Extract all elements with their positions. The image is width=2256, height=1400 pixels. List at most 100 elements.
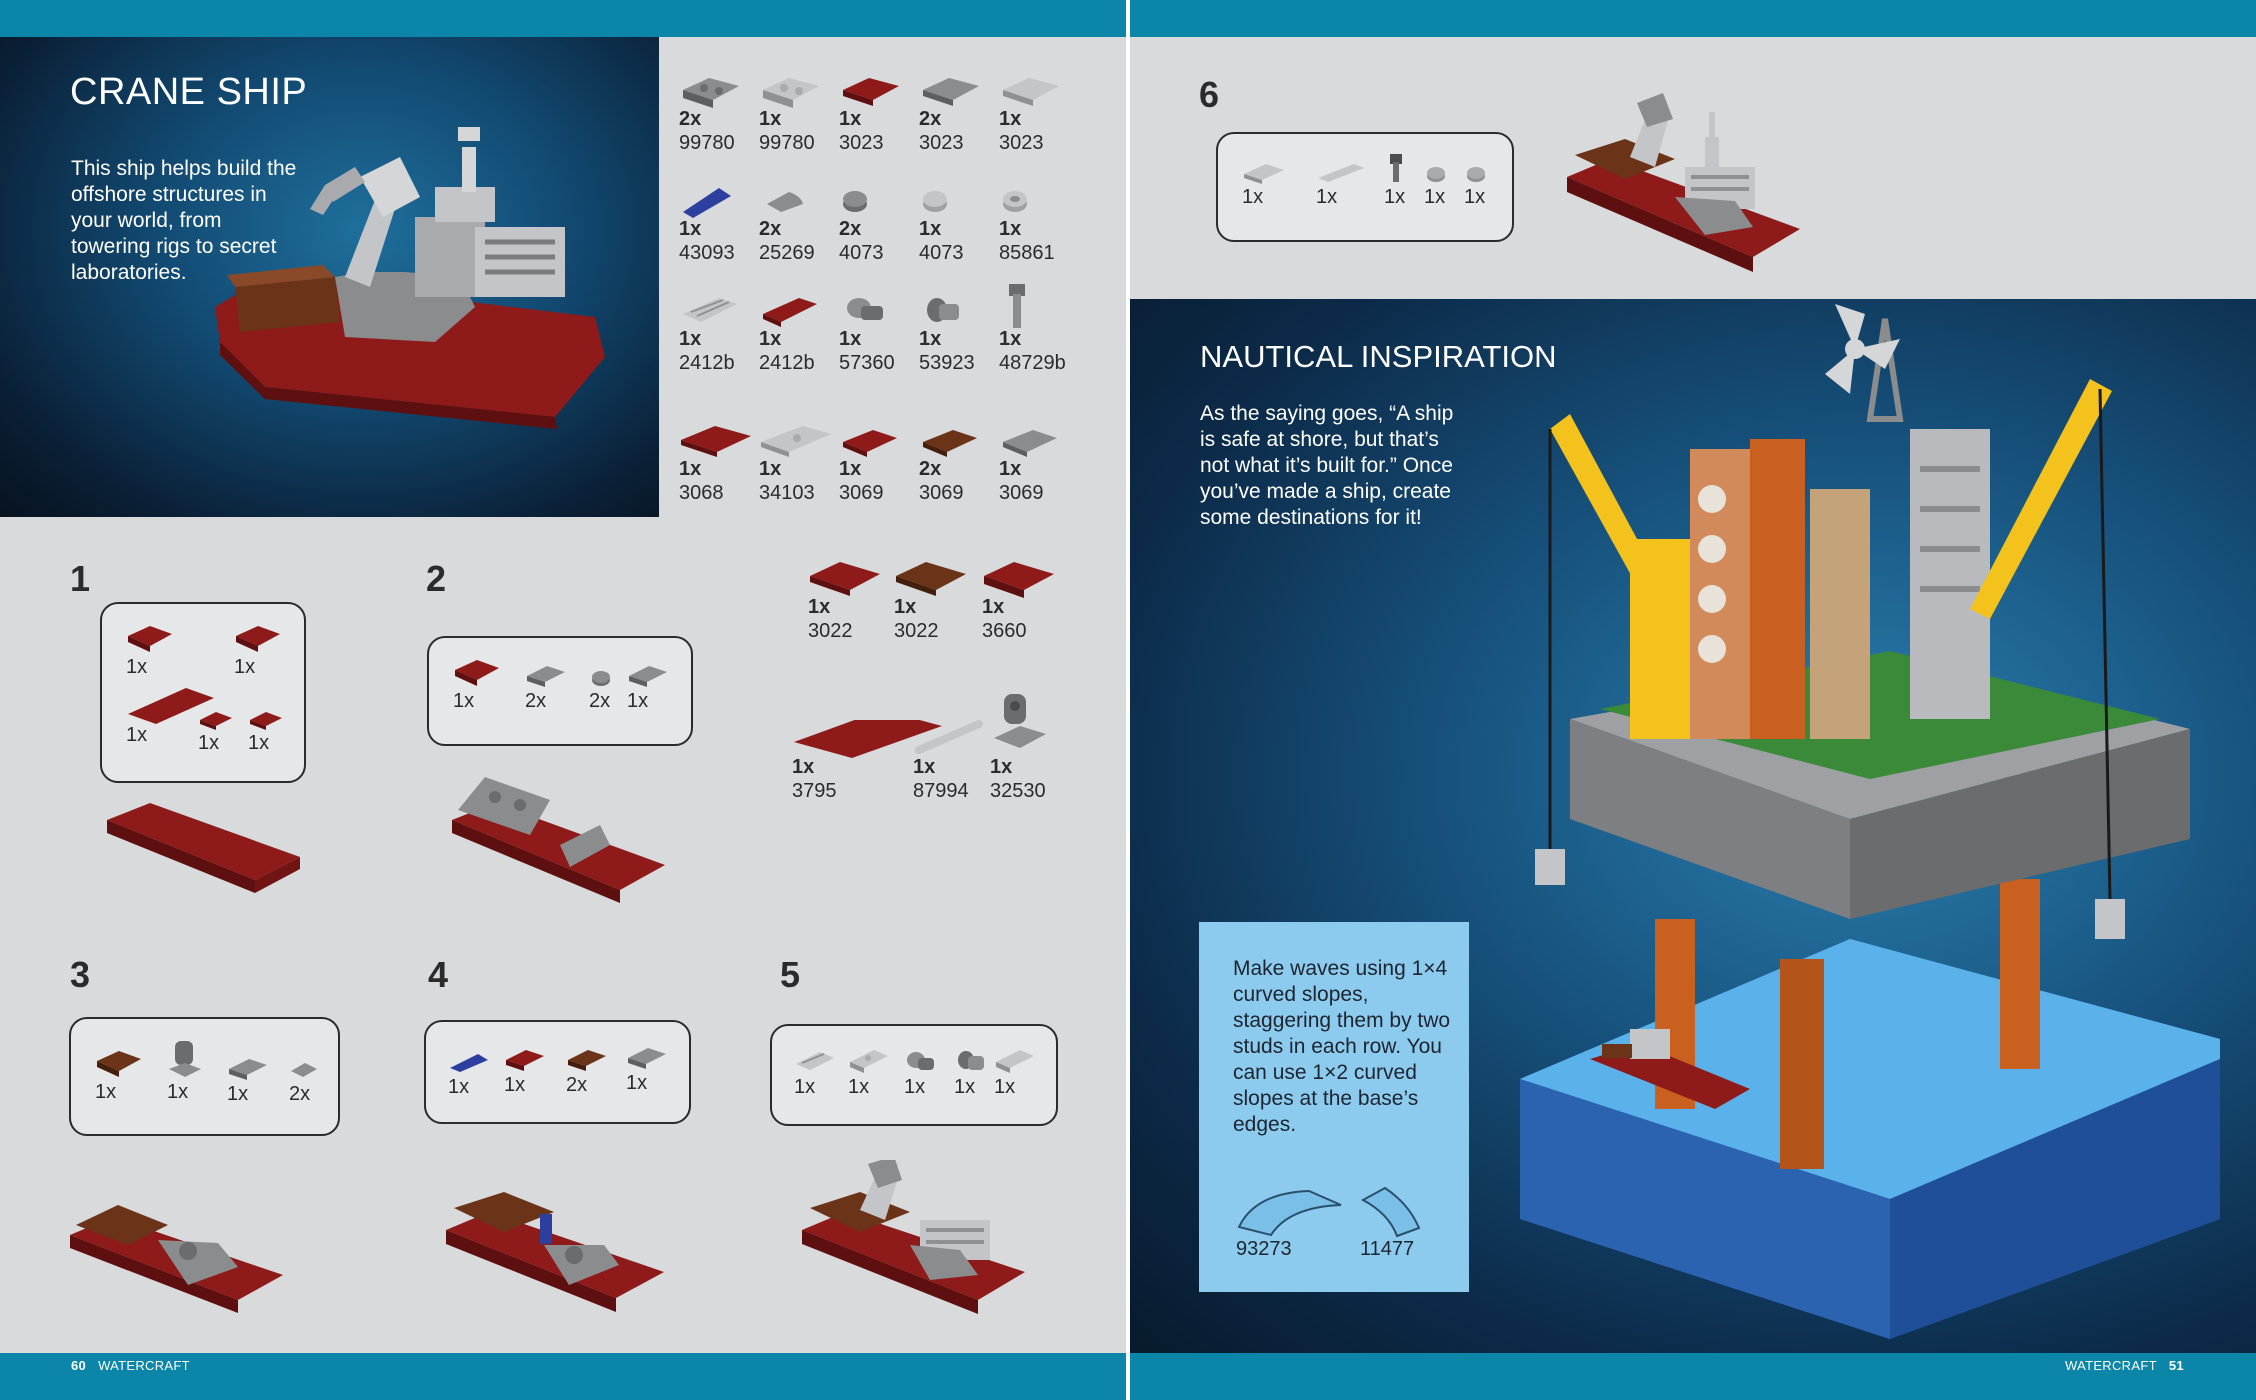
item-qty: 2x <box>525 690 547 712</box>
callout-item: 1x <box>1242 162 1286 209</box>
part-3023-light-gray: 1x 3023 <box>999 72 1079 154</box>
hero-panel: CRANE SHIP This ship helps build the off… <box>0 37 659 517</box>
item-qty: 1x <box>1384 186 1406 208</box>
tile-icon <box>923 430 977 457</box>
part-id: 3795 <box>792 780 837 802</box>
part-85861: 1x 85861 <box>999 182 1079 264</box>
callout-item: 1x <box>1316 162 1366 209</box>
part-qty: 1x <box>759 108 782 130</box>
plate-icon <box>896 562 966 596</box>
item-qty: 1x <box>1242 186 1264 208</box>
callout-item: 1x <box>248 710 284 755</box>
bottom-band <box>1130 1353 2256 1400</box>
section-name: WATERCRAFT <box>98 1358 190 1373</box>
top-band <box>0 0 1126 37</box>
part-qty: 2x <box>919 108 942 130</box>
item-qty: 2x <box>589 690 611 712</box>
part-qty: 2x <box>679 108 702 130</box>
item-qty: 1x <box>1316 186 1338 208</box>
page-number: 51 <box>2168 1358 2184 1373</box>
callout-item: 1x <box>448 1050 490 1099</box>
part-id: 2412b <box>679 352 735 374</box>
part-id: 32530 <box>990 780 1046 802</box>
part-3023-dark-gray: 2x 3023 <box>919 72 999 154</box>
callout-item: 1x <box>126 624 176 679</box>
callout-item: 1x <box>954 1048 990 1099</box>
part-qty: 1x <box>913 756 936 778</box>
step-6-section: 6 1x 1x 1x 1x 1x <box>1130 37 2256 299</box>
tile-icon <box>681 426 751 457</box>
part-3069-dark-gray: 1x 3069 <box>999 422 1079 504</box>
round-plate-icon <box>923 191 947 212</box>
callout-item: 1x <box>626 1046 668 1095</box>
part-qty: 1x <box>999 108 1022 130</box>
bracket-icon <box>994 694 1046 748</box>
top-band <box>1130 0 2256 37</box>
callout-item: 1x <box>234 624 284 679</box>
part-3660: 1x 3660 <box>982 560 1062 642</box>
item-qty: 1x <box>627 690 649 712</box>
part-qty: 1x <box>839 458 862 480</box>
part-id: 53923 <box>919 352 975 374</box>
tip-text: Make waves using 1×4 curved slopes, stag… <box>1233 957 1451 1136</box>
tile-icon <box>843 430 897 457</box>
step-3-number: 3 <box>70 954 91 995</box>
callout-item: 1x <box>453 658 503 713</box>
part-3069-brown: 2x 3069 <box>919 422 999 504</box>
callout-item: 1x <box>848 1048 890 1099</box>
callout-item: 1x <box>994 1048 1036 1099</box>
callout-item: 1x <box>904 1048 940 1099</box>
part-qty: 1x <box>990 756 1013 778</box>
bracket-icon <box>763 78 819 108</box>
step-4-number: 4 <box>428 954 449 995</box>
step-5-number: 5 <box>780 954 801 995</box>
plate-icon <box>923 78 979 106</box>
step-6-number: 6 <box>1199 74 1220 115</box>
callout-item: 1x <box>504 1048 546 1097</box>
section-body: As the saying goes, “A ship is safe at s… <box>1200 402 1454 529</box>
part-qty: 1x <box>808 596 831 618</box>
part-id: 99780 <box>759 132 815 154</box>
part-id: 2412b <box>759 352 815 374</box>
callout-item: 2x <box>566 1048 608 1097</box>
part-48729b: 1x 48729b <box>999 282 1079 374</box>
item-qty: 1x <box>126 656 148 678</box>
item-qty: 2x <box>566 1074 588 1096</box>
part-4073-dark-gray: 2x 4073 <box>839 182 919 264</box>
section-name: WATERCRAFT <box>2065 1358 2157 1373</box>
callout-item: 2x <box>525 664 567 713</box>
part-qty: 1x <box>759 328 782 350</box>
callout-item: 1x <box>227 1057 269 1106</box>
bottom-band <box>0 1353 1126 1400</box>
callout-item: 1x <box>167 1039 203 1104</box>
callout-item: 1x <box>126 684 216 747</box>
callout-item: 1x <box>95 1049 145 1104</box>
step-6-callout: 1x 1x 1x 1x 1x <box>1216 132 1514 242</box>
step-1-number: 1 <box>70 558 91 599</box>
item-qty: 1x <box>626 1072 648 1094</box>
part-qty: 2x <box>839 218 862 240</box>
tile-icon <box>763 298 817 327</box>
part-99780-light-gray: 1x 99780 <box>759 72 839 154</box>
part-3023-dark-red: 1x 3023 <box>839 72 919 154</box>
item-qty: 1x <box>848 1076 870 1098</box>
part-qty: 1x <box>919 328 942 350</box>
part-id: 4073 <box>839 242 884 264</box>
crane-ship-model <box>215 127 605 429</box>
round-plate-icon <box>843 191 867 212</box>
bracket-icon <box>683 78 739 108</box>
item-qty: 1x <box>198 732 220 754</box>
part-id: 3023 <box>919 132 964 154</box>
part-id: 3069 <box>999 482 1044 504</box>
bar-holder-icon <box>1009 284 1025 328</box>
plate-icon <box>843 78 899 106</box>
part-id: 3660 <box>982 620 1027 642</box>
left-page: CRANE SHIP This ship helps build the off… <box>0 0 1126 1400</box>
item-qty: 1x <box>95 1081 117 1103</box>
part-qty: 1x <box>792 756 815 778</box>
curved-slope-1x4-icon <box>1237 1189 1342 1237</box>
item-qty: 1x <box>794 1076 816 1098</box>
tip-part-id: 93273 <box>1236 1238 1292 1260</box>
hinge-icon <box>927 298 959 322</box>
part-qty: 1x <box>999 218 1022 240</box>
